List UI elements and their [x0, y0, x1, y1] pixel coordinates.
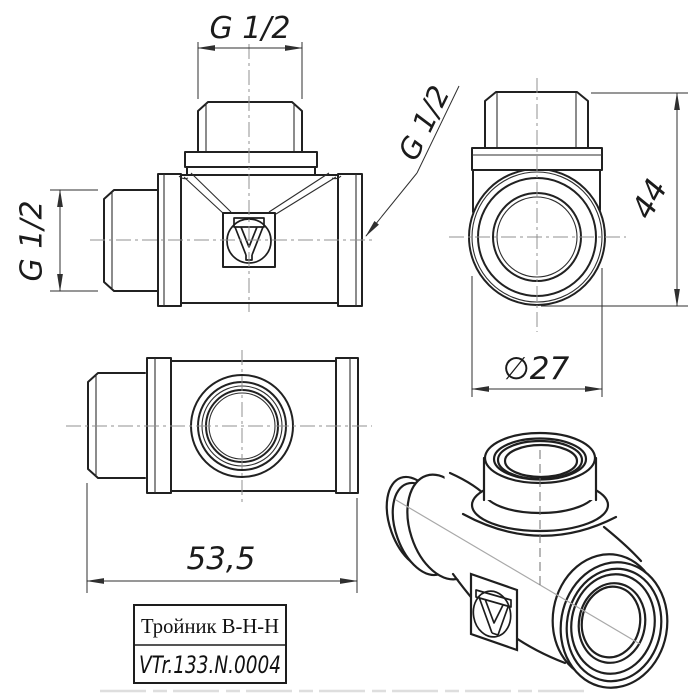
dimension-top-thread: G 1/2: [197, 11, 303, 99]
dimension-length: 53,5: [86, 483, 358, 593]
iso-branch-cylinder-sides: [482, 456, 598, 502]
part-name: Тройник В-Н-Н: [141, 614, 279, 638]
side-view: [449, 78, 626, 332]
front-top-flange: [184, 151, 318, 176]
extension-lines: [541, 92, 688, 307]
front-top-thread-chamfer-lines: [205, 103, 295, 151]
front-view: [90, 44, 374, 312]
iso-branch-bore: [503, 443, 579, 479]
leader-shelf: [416, 85, 460, 174]
iso-right-port-bore-inner: [580, 585, 642, 659]
side-flange-circle: [471, 171, 603, 303]
isometric-view: [385, 431, 669, 689]
iso-valtec-v-icon: [469, 572, 519, 652]
front-funnel-lines: [178, 172, 342, 215]
iso-body-right-silhouette: [602, 525, 643, 563]
title-block: Тройник В-Н-Н VTr.133.N.0004: [133, 604, 287, 684]
dimension-label-height: 44: [625, 173, 675, 225]
dimension-right-thread-leader: G 1/2: [365, 80, 460, 237]
part-article-number: VTr.133.N.0004: [139, 651, 281, 679]
iso-logo-circle: [472, 590, 512, 638]
title-block-frame: [133, 604, 287, 684]
extension-lines: [197, 42, 303, 99]
dimension-label-right-thread: G 1/2: [392, 80, 457, 165]
iso-right-port-lip: [565, 567, 663, 683]
iso-right-port-bore: [577, 582, 647, 664]
iso-right-port-ring: [570, 573, 656, 675]
leader-line: [365, 172, 418, 237]
dimension-label-left-thread: G 1/2: [15, 200, 50, 281]
iso-tube-axis-centerline: [395, 499, 641, 645]
side-thread-chamfer-lines: [496, 93, 577, 147]
front-centerlines: [90, 44, 374, 312]
dimension-label-diameter: ∅27: [503, 351, 570, 387]
top-view: [66, 350, 372, 504]
side-body-sides: [472, 169, 601, 213]
top-centerlines: [66, 350, 372, 504]
extension-lines: [86, 483, 358, 593]
dimension-label-top-thread: G 1/2: [209, 11, 290, 46]
side-centerlines: [449, 78, 626, 332]
logo-v-glyph: [233, 217, 265, 261]
front-top-male-thread: [197, 101, 303, 153]
dimension-label-length: 53,5: [186, 541, 255, 577]
side-top-male-thread: [484, 91, 589, 149]
dimension-left-thread: G 1/2: [15, 189, 98, 292]
dimension-flange-diameter: ∅27: [471, 268, 603, 397]
iso-logo-v-glyph: [475, 589, 512, 636]
extension-lines: [471, 268, 603, 397]
